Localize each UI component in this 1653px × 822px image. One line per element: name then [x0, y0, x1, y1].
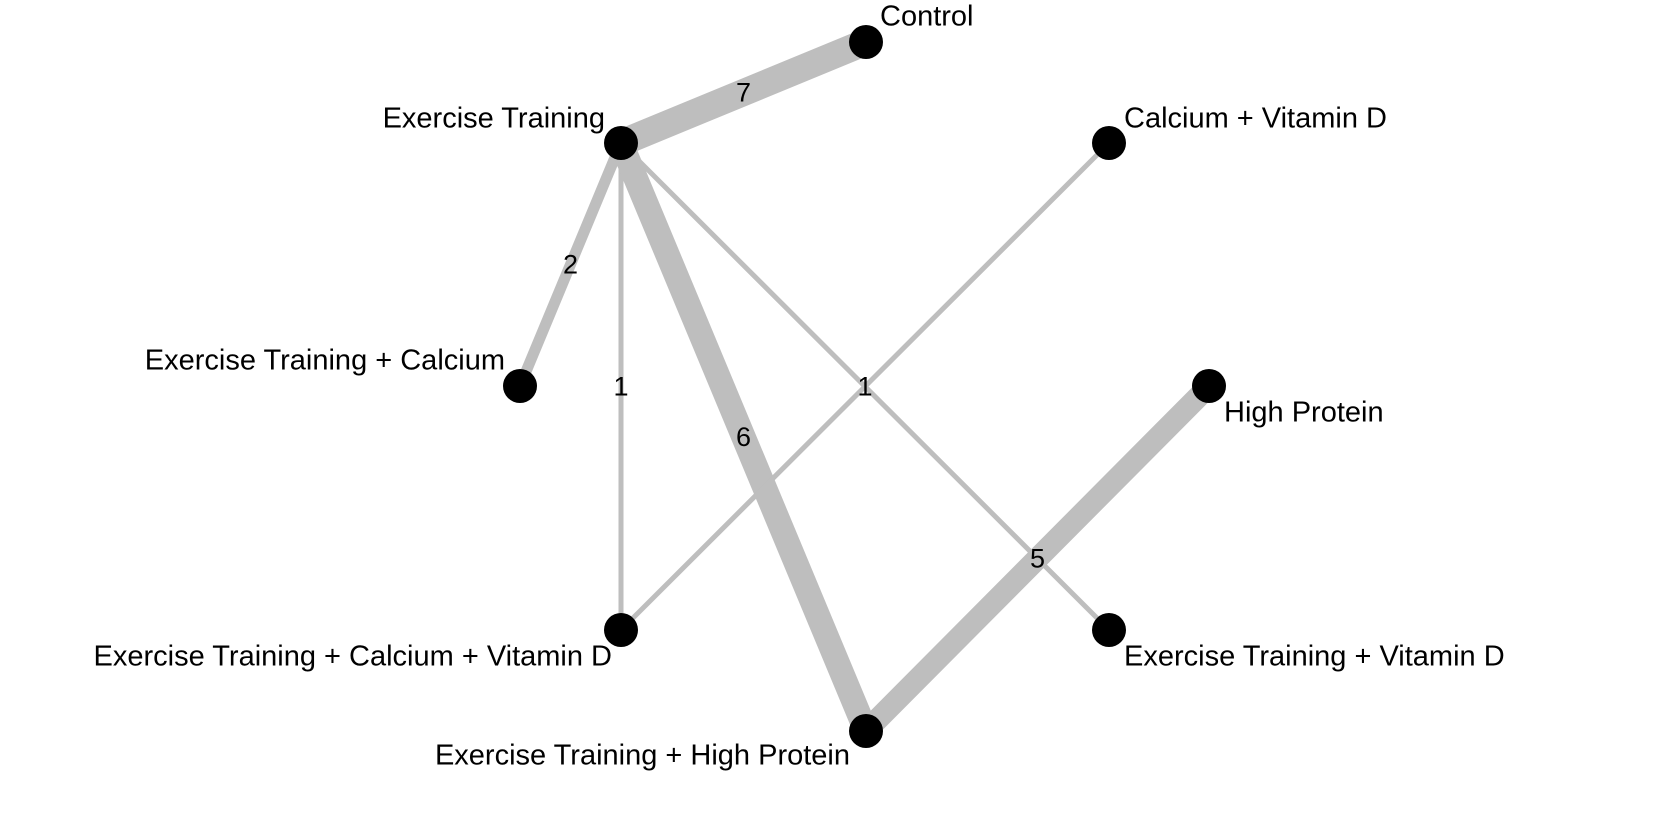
node-hp: [1192, 369, 1226, 403]
node-label-ethp: Exercise Training + High Protein: [435, 740, 850, 772]
edge-et-etca: [514, 137, 627, 392]
edge-cavd-etcavd: [618, 140, 1112, 633]
node-etcavd: [604, 613, 638, 647]
edge-labels: 7 2 1 6 1 5: [563, 78, 1045, 574]
edge-label-et-control: 7: [736, 78, 751, 108]
node-label-et: Exercise Training: [383, 103, 605, 135]
node-etca: [503, 369, 537, 403]
edge-et-control: [607, 28, 880, 157]
edge-label-et-etcavd: 1: [613, 372, 628, 402]
edge-label-et-etvd: 1: [857, 372, 872, 402]
node-etvd: [1092, 613, 1126, 647]
node-ethp: [849, 714, 883, 748]
node-label-cavd: Calcium + Vitamin D: [1124, 103, 1387, 135]
node-label-etcavd: Exercise Training + Calcium + Vitamin D: [94, 641, 612, 673]
edges: [514, 28, 1220, 744]
edge-label-hp-ethp: 5: [1030, 544, 1045, 574]
node-et: [604, 126, 638, 160]
node-label-etca: Exercise Training + Calcium: [145, 345, 505, 377]
edge-hp-ethp: [855, 375, 1220, 742]
nodes: [503, 25, 1226, 748]
node-control: [849, 25, 883, 59]
edge-label-et-etca: 2: [563, 250, 578, 280]
edge-et-ethp: [608, 130, 879, 744]
node-label-control: Control: [880, 1, 974, 33]
edge-label-et-ethp: 6: [736, 422, 751, 452]
node-label-hp: High Protein: [1224, 397, 1384, 429]
node-label-etvd: Exercise Training + Vitamin D: [1124, 641, 1505, 673]
node-cavd: [1092, 126, 1126, 160]
